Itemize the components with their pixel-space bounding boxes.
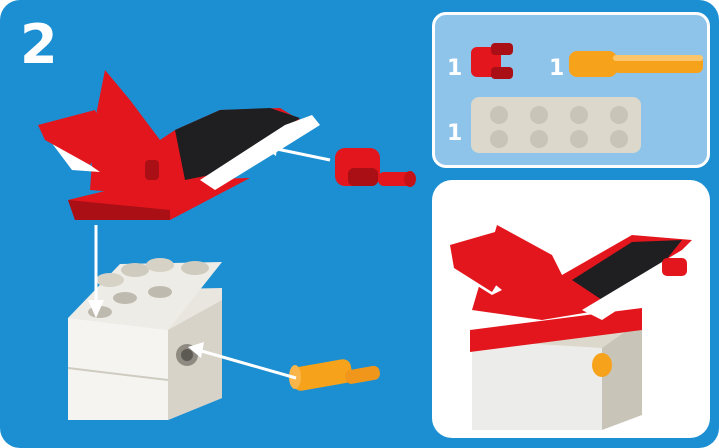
part-quantity: 1 (447, 123, 462, 145)
assembly-illustration (0, 0, 430, 448)
part-quantity: 1 (447, 58, 462, 80)
white-brick-icon (68, 258, 222, 420)
orange-pin-icon (289, 358, 381, 392)
red-sneaker-part-icon (38, 70, 320, 220)
red-fork-connector-icon (335, 148, 416, 187)
parts-list-panel: 1 1 1 (432, 12, 710, 168)
red-fork-connector-part-icon (465, 37, 525, 87)
light-gray-plate-part-icon (471, 91, 671, 161)
orange-axle-pin-part-icon (565, 33, 715, 93)
result-preview-panel (432, 180, 710, 438)
assembled-model-icon (432, 180, 710, 438)
part-quantity: 1 (549, 58, 564, 80)
